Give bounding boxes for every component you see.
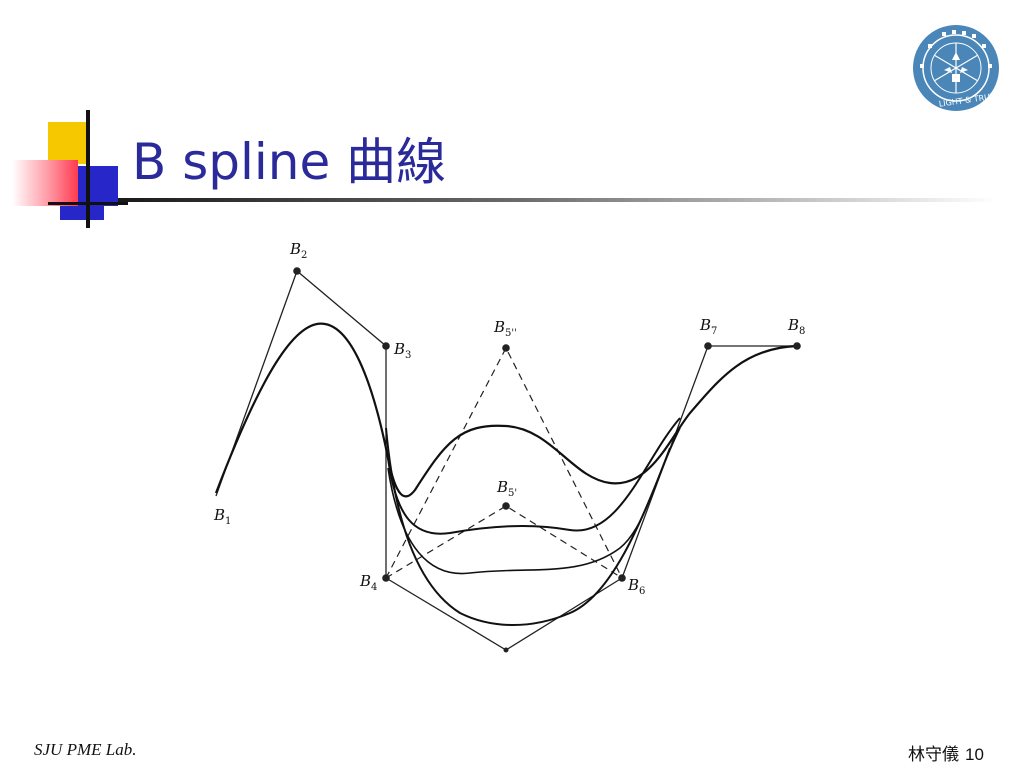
label-b3: B3 bbox=[393, 340, 411, 361]
bspline-curve-middle bbox=[387, 417, 681, 535]
slide-title: B spline 曲線 bbox=[132, 133, 447, 191]
label-b2: B2 bbox=[289, 240, 307, 261]
control-point-b5p bbox=[502, 502, 510, 510]
university-seal-icon: LIGHT & TRUTH bbox=[912, 24, 1001, 112]
decor-vertical-line bbox=[86, 110, 90, 228]
bspline-curve-lower bbox=[385, 427, 671, 626]
decor-blue-strip bbox=[60, 206, 104, 220]
decor-yellow-block bbox=[48, 122, 88, 164]
label-b8: B8 bbox=[787, 316, 805, 337]
decor-horizontal-line bbox=[48, 202, 128, 205]
title-underline bbox=[118, 198, 998, 202]
control-point-b3 bbox=[382, 342, 390, 350]
bspline-diagram: B1 B2 B3 B4 B5'' B5' B6 B7 B8 bbox=[200, 228, 840, 658]
control-polygon-right bbox=[621, 345, 797, 579]
control-point-b5pp bbox=[502, 344, 510, 352]
label-b5pp: B5'' bbox=[493, 318, 517, 339]
footer-lab-name: SJU PME Lab. bbox=[34, 740, 137, 759]
label-b6: B6 bbox=[627, 576, 645, 597]
control-point-bottom bbox=[503, 647, 509, 653]
control-point-b2 bbox=[293, 267, 301, 275]
control-point-b6 bbox=[618, 574, 626, 582]
dashed-polygon-b5pp bbox=[385, 346, 623, 579]
control-polygon bbox=[215, 269, 387, 578]
label-b4: B4 bbox=[359, 572, 377, 593]
label-b1: B1 bbox=[213, 506, 231, 527]
bspline-curve-low-mid bbox=[387, 427, 681, 575]
decor-red-gradient-block bbox=[12, 160, 78, 206]
label-b7: B7 bbox=[699, 316, 717, 337]
control-point-b4 bbox=[382, 574, 390, 582]
control-point-b8 bbox=[793, 342, 801, 350]
bspline-curve-upper bbox=[214, 322, 798, 498]
control-polygon-lower bbox=[385, 577, 623, 651]
decor-blue-block bbox=[78, 166, 118, 206]
label-b5p: B5' bbox=[496, 478, 517, 499]
footer-author-page: 林守儀 10 bbox=[908, 740, 984, 765]
page-number: 10 bbox=[965, 745, 984, 764]
footer-author: 林守儀 bbox=[908, 745, 959, 765]
dashed-polygon-b5p bbox=[385, 505, 623, 579]
control-point-b7 bbox=[704, 342, 712, 350]
